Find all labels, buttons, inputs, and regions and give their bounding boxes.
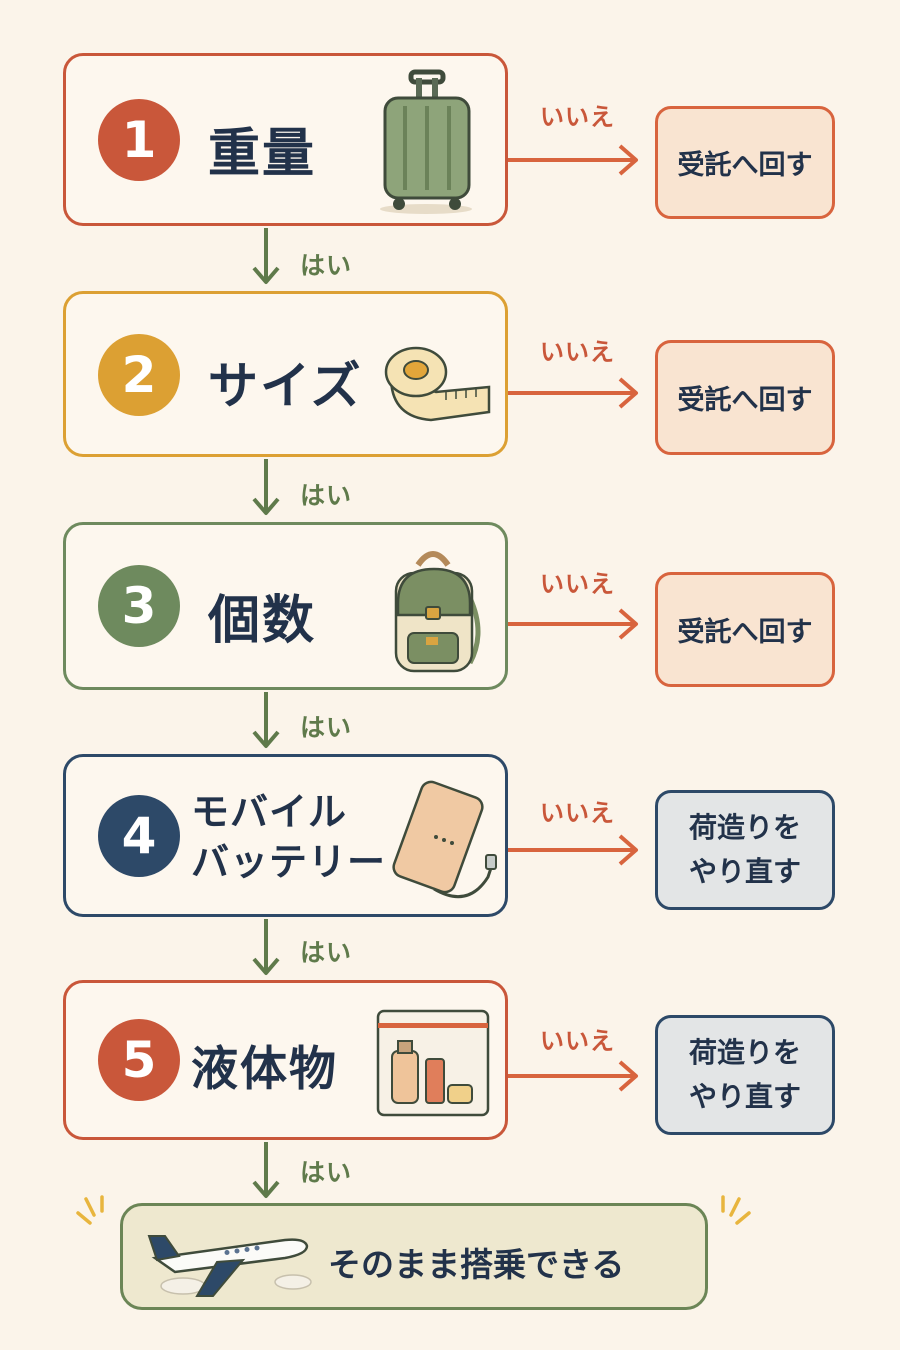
step-2-number: 2 xyxy=(98,334,180,416)
no-label-5: いいえ xyxy=(540,1027,615,1055)
step-5-liquids: 5 液体物 xyxy=(63,980,508,1140)
step-3-count: 3 個数 xyxy=(63,522,508,690)
no-label-1: いいえ xyxy=(540,103,615,131)
step-3-number: 3 xyxy=(98,565,180,647)
yes-label-2: はい xyxy=(300,481,353,510)
step-2-label: サイズ xyxy=(208,357,363,415)
result-checkin-1: 受託へ回す xyxy=(655,106,835,219)
step-4-power-bank: 4 モバイル バッテリー xyxy=(63,754,508,917)
tape-measure-icon xyxy=(384,346,491,422)
no-arrow-3 xyxy=(508,608,638,640)
backpack-icon xyxy=(394,551,481,673)
sparkle-right-icon xyxy=(721,1195,751,1225)
yes-arrow-3 xyxy=(252,692,280,748)
no-arrow-4 xyxy=(508,834,638,866)
no-label-4: いいえ xyxy=(540,799,615,827)
power-bank-icon xyxy=(392,780,497,899)
suitcase-icon xyxy=(380,69,472,214)
yes-label-3: はい xyxy=(300,713,353,742)
airplane-icon xyxy=(147,1235,312,1297)
step-3-label: 個数 xyxy=(208,591,317,651)
result-checkin-3: 受託へ回す xyxy=(655,572,835,687)
no-label-3: いいえ xyxy=(540,570,615,598)
no-arrow-5 xyxy=(508,1060,638,1092)
yes-arrow-2 xyxy=(252,459,280,515)
step-4-number: 4 xyxy=(98,795,180,877)
step-2-size: 2 サイズ xyxy=(63,291,508,457)
yes-arrow-4 xyxy=(252,919,280,975)
result-repack-5: 荷造りを やり直す xyxy=(655,1015,835,1135)
yes-label-1: はい xyxy=(300,251,353,280)
yes-label-5: はい xyxy=(300,1158,353,1187)
step-1-label: 重量 xyxy=(208,124,317,184)
yes-arrow-1 xyxy=(252,228,280,284)
no-arrow-1 xyxy=(508,144,638,176)
sparkle-left-icon xyxy=(76,1195,104,1225)
step-4-label: モバイル バッテリー xyxy=(191,790,387,884)
final-boarding-box: そのまま搭乗できる xyxy=(120,1203,708,1310)
yes-arrow-5 xyxy=(252,1142,280,1198)
result-checkin-2: 受託へ回す xyxy=(655,340,835,455)
step-1-number: 1 xyxy=(98,99,180,181)
step-1-weight: 1 重量 xyxy=(63,53,508,226)
step-5-label: 液体物 xyxy=(191,1042,338,1097)
step-5-number: 5 xyxy=(98,1019,180,1101)
result-repack-4: 荷造りを やり直す xyxy=(655,790,835,910)
no-arrow-2 xyxy=(508,377,638,409)
no-label-2: いいえ xyxy=(540,338,615,366)
final-text: そのまま搭乗できる xyxy=(328,1245,625,1284)
liquids-bag-icon xyxy=(376,1009,490,1117)
yes-label-4: はい xyxy=(300,938,353,967)
